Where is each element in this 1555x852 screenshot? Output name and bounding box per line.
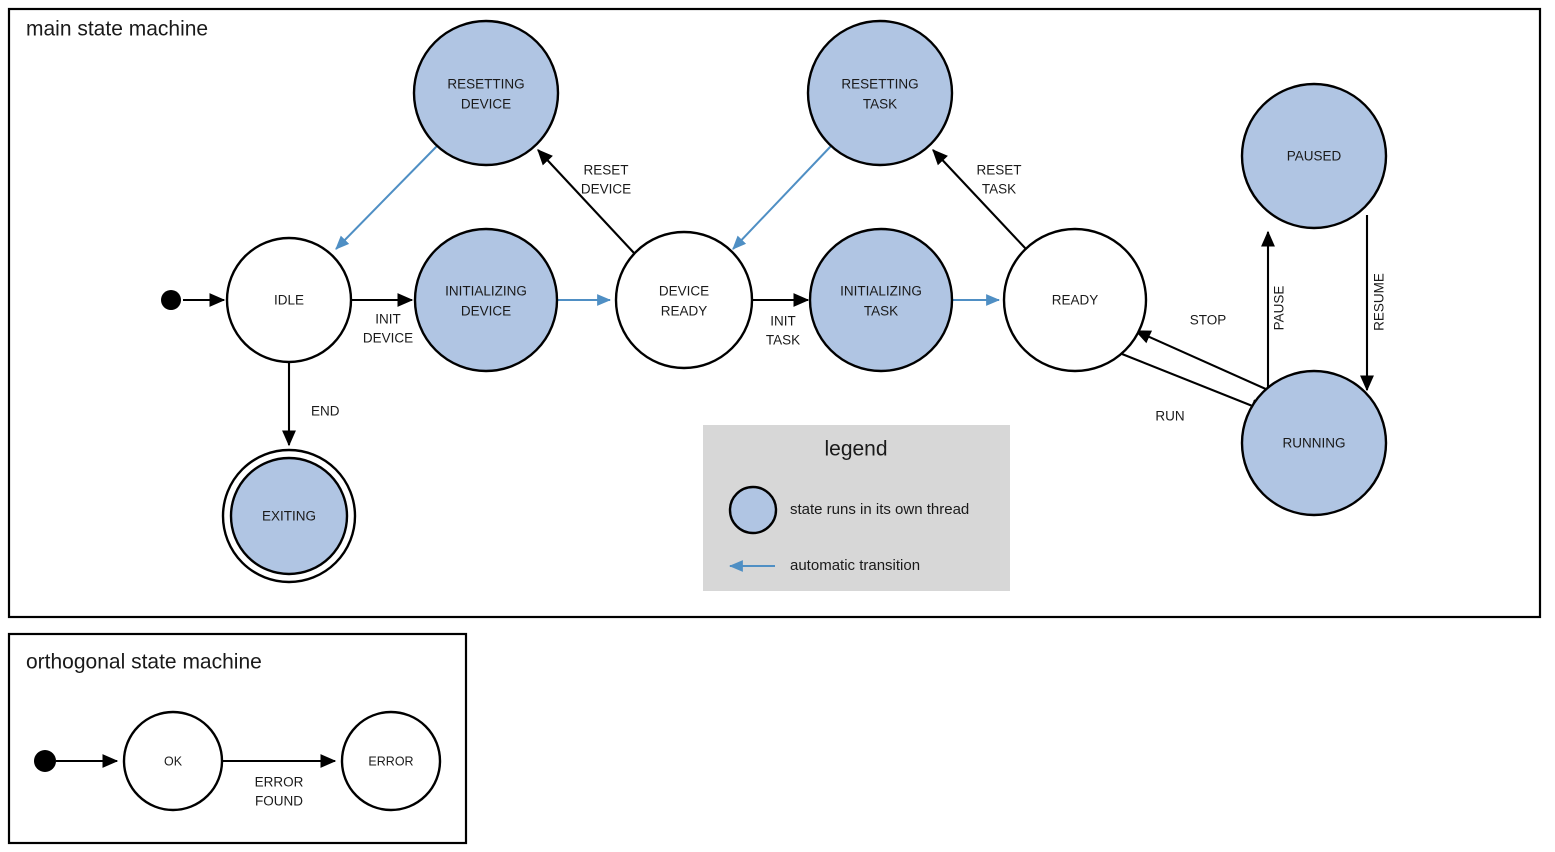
state-resetting-task-label-line2: TASK [863, 97, 897, 112]
state-exiting-inner-circle[interactable] [229, 456, 349, 576]
state-initializing-device[interactable]: INITIALIZING DEVICE [413, 227, 559, 373]
state-device-ready-circle[interactable] [614, 230, 754, 370]
legend-thread-state-text: state runs in its own thread [790, 501, 969, 518]
main-states: IDLE RESETTING DEVICE INITIALIZING DEVIC… [161, 19, 1388, 584]
transition-label-resume: RESUME [1372, 273, 1387, 331]
legend-title: legend [824, 438, 887, 461]
main-transitions: INIT DEVICE END RESET DEVICE INIT TASK R… [183, 145, 1387, 447]
orthogonal-states: OK ERROR [34, 710, 442, 812]
state-paused-circle[interactable] [1240, 82, 1388, 230]
legend-item-auto-transition: automatic transition [728, 557, 920, 574]
orthogonal-transitions: ERROR FOUND [56, 754, 337, 809]
state-initializing-task-label-line2: TASK [864, 304, 898, 319]
state-initializing-task[interactable]: INITIALIZING TASK [808, 227, 954, 373]
transition-label-init-device-line2: DEVICE [363, 331, 413, 346]
state-error-circle[interactable] [340, 710, 442, 812]
transition-label-reset-device-line1: RESET [583, 163, 628, 178]
legend-auto-transition-text: automatic transition [790, 557, 920, 574]
state-running-label: RUNNING [1283, 436, 1346, 451]
initial-state-marker-orthogonal [34, 750, 56, 772]
state-ready-label: READY [1052, 293, 1099, 308]
state-resetting-task-label-line1: RESETTING [841, 77, 918, 92]
state-running-circle[interactable] [1240, 369, 1388, 517]
state-idle-circle[interactable] [225, 236, 353, 364]
state-ok[interactable]: OK [122, 710, 224, 812]
initial-state-marker-main [161, 290, 181, 310]
transition-label-init-device-line1: INIT [375, 312, 401, 327]
transition-label-reset-task-line1: RESET [976, 163, 1021, 178]
state-exiting-label: EXITING [262, 509, 316, 524]
transition-label-reset-task-line2: TASK [982, 182, 1016, 197]
transition-ready-to-resetting-task [932, 149, 1027, 250]
state-error-label: ERROR [368, 754, 413, 768]
state-resetting-device[interactable]: RESETTING DEVICE [412, 19, 560, 167]
state-paused[interactable]: PAUSED [1240, 82, 1388, 230]
transition-resetting-task-to-device-ready [732, 145, 832, 250]
state-device-ready-label-line2: READY [661, 304, 708, 319]
state-resetting-device-label-line2: DEVICE [461, 97, 511, 112]
state-initializing-device-circle[interactable] [413, 227, 559, 373]
state-initializing-task-circle[interactable] [808, 227, 954, 373]
transition-label-init-task-line1: INIT [770, 314, 796, 329]
state-resetting-task[interactable]: RESETTING TASK [806, 19, 954, 167]
state-ready-circle[interactable] [1002, 227, 1148, 373]
state-resetting-task-circle[interactable] [806, 19, 954, 167]
transition-device-ready-to-resetting-device [537, 149, 635, 254]
state-device-ready-label-line1: DEVICE [659, 284, 709, 299]
state-ok-label: OK [164, 754, 183, 768]
state-initializing-device-label-line1: INITIALIZING [445, 284, 527, 299]
transition-ready-to-running [1121, 353, 1267, 413]
state-paused-label: PAUSED [1287, 149, 1342, 164]
state-idle[interactable]: IDLE [225, 236, 353, 364]
state-initializing-task-label-line1: INITIALIZING [840, 284, 922, 299]
state-running[interactable]: RUNNING [1240, 369, 1388, 517]
transition-label-stop: STOP [1190, 313, 1227, 328]
state-error[interactable]: ERROR [340, 710, 442, 812]
transition-running-to-ready [1134, 330, 1269, 391]
state-device-ready[interactable]: DEVICE READY [614, 230, 754, 370]
transition-label-run: RUN [1155, 409, 1184, 424]
state-resetting-device-circle[interactable] [412, 19, 560, 167]
state-ready[interactable]: READY [1002, 227, 1148, 373]
transition-label-error-found-line1: ERROR [255, 775, 304, 790]
transition-resetting-device-to-idle [335, 145, 438, 250]
state-ok-circle[interactable] [122, 710, 224, 812]
state-initializing-device-label-line2: DEVICE [461, 304, 511, 319]
legend-thread-state-swatch [728, 485, 778, 535]
transition-label-end: END [311, 404, 340, 419]
transition-label-pause: PAUSE [1272, 286, 1287, 331]
state-idle-label: IDLE [274, 293, 304, 308]
transition-label-reset-device-line2: DEVICE [581, 182, 631, 197]
legend-item-thread-state: state runs in its own thread [728, 485, 969, 535]
orthogonal-frame-title: orthogonal state machine [26, 651, 262, 674]
state-resetting-device-label-line1: RESETTING [447, 77, 524, 92]
main-frame-title: main state machine [26, 18, 208, 41]
state-exiting[interactable]: EXITING [221, 448, 357, 584]
legend-panel: legend state runs in its own thread auto… [703, 425, 1010, 591]
transition-label-error-found-line2: FOUND [255, 794, 303, 809]
transition-label-init-task-line2: TASK [766, 333, 800, 348]
